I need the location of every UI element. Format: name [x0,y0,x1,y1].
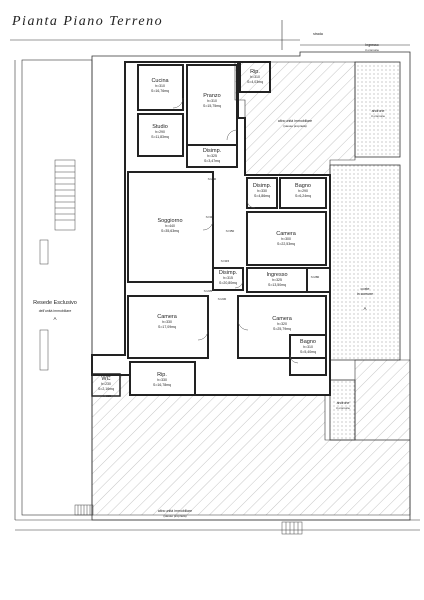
room-height-ingresso: h=325 [272,278,282,282]
room-area-cucina: S=16,76mq [151,89,169,93]
room-height-disimp1: h=325 [207,154,217,158]
other-unit-top-sub: (stesso proprietà) [283,124,306,128]
room-name-rip2: Rip. [157,372,167,378]
room-area-camera3: S=25,79mq [273,327,291,331]
dimension-d5: h=280 [311,275,320,279]
room-name-rip1: Rip. [250,69,260,75]
androne-top-sub: in comune [371,114,385,118]
ingresso-top-sub: in comune [365,48,379,52]
androne-bottom-sub: in comune [336,406,350,410]
corte-label: corte [361,286,371,291]
plan-title: Pianta Piano Terreno [12,14,164,29]
room-name-disimp1: Disimp. [203,148,222,154]
room-area-ingresso: S=13,50mq [268,283,286,287]
room-height-wc: h=230 [101,382,111,386]
room-name-bagno1: Bagno [295,183,311,189]
other-unit-top-label: altra unità immobiliare [278,119,312,123]
room-area-wc: S=2,16mq [98,387,114,391]
room-height-cucina: h=310 [155,84,165,88]
room-height-rip2: h=330 [157,378,167,382]
room-area-rip2: S=16,78mq [153,383,171,387]
corte-letter: A [363,306,366,311]
room-name-camera1: Camera [276,231,297,237]
room-height-disimp2: h=330 [257,189,267,193]
room-area-camera2: S=17,09mq [158,325,176,329]
resede-label: Resede Esclusivo [33,300,77,306]
room-area-disimp2: S=4,86mq [254,194,270,198]
room-area-bagno2: S=5,40mq [300,350,316,354]
room-area-disimp1: S=3,47mq [204,159,220,163]
room-area-disimp3: S=20,80mq [219,281,237,285]
dimension-d8: h=225 [103,394,112,398]
dimension-d6: h=235 [204,289,213,293]
androne-bottom [329,379,356,441]
ingresso-top-label: Ingresso [365,43,378,47]
androne-bottom-label: androne [337,401,350,405]
room-area-soggiorno: S=35,63mq [161,229,179,233]
room-area-camera1: S=22,53mq [277,242,295,246]
strada-label: strada [313,32,323,36]
resede-sub-label: dell'unità immobiliare [39,309,72,313]
other-unit-bottom-label: altra unità immobiliare [158,509,192,513]
dimension-d1: h=280 [208,177,217,181]
room-height-soggiorno: h=440 [165,224,175,228]
room-name-cucina: Cucina [151,78,169,84]
stair-left-bottom [74,504,94,516]
room-height-studio: h=290 [155,130,165,134]
room-height-camera2: h=330 [162,320,172,324]
room-name-ingresso: Ingresso [266,272,287,278]
room-height-rip1: h=310 [250,75,260,79]
room-name-bagno2: Bagno [300,339,316,345]
dimension-d7: h=230 [218,297,227,301]
room-height-disimp3: h=315 [223,276,233,280]
room-height-camera3: h=320 [277,322,287,326]
dimension-d4: h=315 [206,215,215,219]
androne-top-label: androne [372,109,385,113]
room-name-camera3: Camera [272,316,293,322]
room-name-soggiorno: Soggiorno [157,218,182,224]
room-area-pranzo: S=15,75mq [203,104,221,108]
room-name-wc: WC [101,376,110,382]
room-name-studio: Studio [152,124,168,130]
room-name-camera2: Camera [157,314,178,320]
room-name-pranzo: Pranzo [203,93,220,99]
room-name-disimp2: Disimp. [253,183,272,189]
room-height-bagno2: h=310 [303,345,313,349]
other-unit-bottom-sub: (stesso proprietà) [163,514,186,518]
room-height-bagno1: h=290 [298,189,308,193]
room-height-camera1: h=300 [281,237,291,241]
dimension-d3: h=315 [221,259,230,263]
corte-sub-label: in comune [357,292,373,296]
dimension-d2: h=350 [226,229,235,233]
androne-top [354,61,401,158]
room-area-rip1: S=4,03mq [247,80,263,84]
resede-esclusivo-area [21,59,93,516]
room-area-studio: S=11,83mq [151,135,169,139]
resede-letter: A [53,316,56,321]
room-name-disimp3: Disimp. [219,270,238,276]
room-height-pranzo: h=310 [207,99,217,103]
stair-bottom-right [281,521,303,535]
room-area-bagno1: S=6,24mq [295,194,311,198]
stair-left-top [54,159,76,231]
